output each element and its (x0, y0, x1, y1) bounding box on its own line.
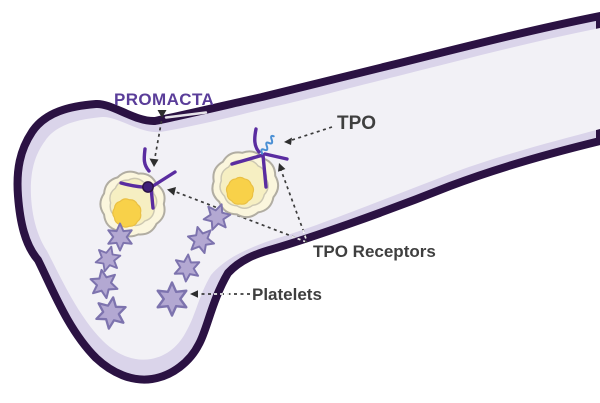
promacta-arrowhead-start (157, 110, 167, 118)
promacta-arrow-line (153, 120, 163, 161)
annotation-arrows (153, 120, 333, 295)
highlight-dash-1 (302, 229, 307, 240)
tpo-receptors-label: TPO Receptors (313, 242, 436, 261)
squiggle-icon (260, 134, 275, 155)
tpo-label: TPO (337, 113, 377, 134)
receptor-right-arm-icon (263, 152, 289, 161)
promacta-molecule-dot (142, 181, 154, 193)
arrow-highlights-on-bone-edge (214, 229, 307, 295)
tpo-receptor-cell2 (230, 127, 289, 189)
bone-marrow-cavity (30, 28, 600, 360)
arrowheads (149, 110, 292, 298)
tpo-arrowhead (284, 137, 292, 145)
receptor-arrowhead-cell2 (278, 163, 286, 172)
platelets-arrowhead (190, 290, 198, 298)
receptor-right-arm-icon (151, 170, 177, 188)
receptor-left-arm-icon (230, 152, 268, 189)
platelets-label: Platelets (252, 285, 322, 304)
highlight-dash-2 (291, 235, 306, 243)
receptor-arrowhead-cell1 (167, 187, 176, 196)
promacta-arrowhead-end (149, 158, 159, 167)
megakaryocyte-1 (99, 170, 166, 238)
receptor-arrow-line-cell2 (280, 169, 307, 239)
tpo-molecule-squiggle (260, 134, 275, 155)
receptor-chain-icon (253, 127, 261, 154)
bone (13, 12, 600, 384)
receptor-chain-icon (142, 147, 151, 173)
promacta-label: PROMACTA (114, 90, 215, 109)
tpo-arrow-line (291, 126, 333, 141)
bone-edge-highlight (164, 111, 208, 119)
